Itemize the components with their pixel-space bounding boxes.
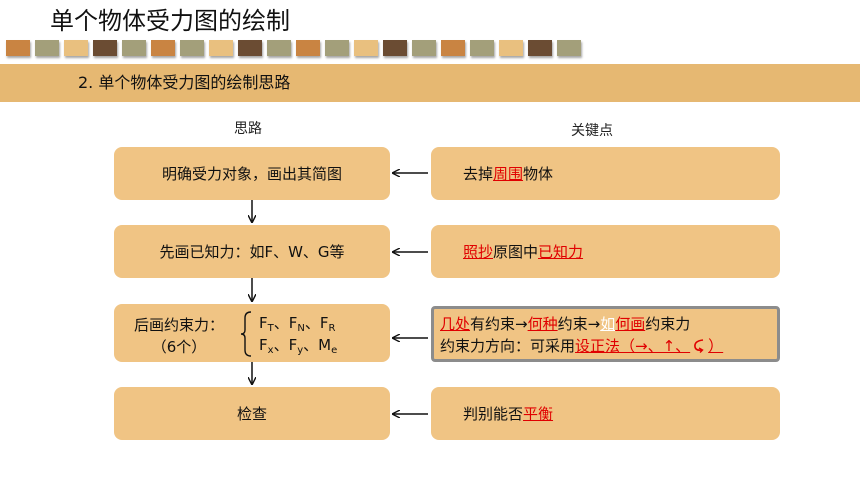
swatch-tile <box>354 40 378 56</box>
constraint-label-line2: （6个） <box>151 338 207 356</box>
step-box-1: 明确受力对象，画出其简图 <box>114 147 390 200</box>
step-4-text: 检查 <box>236 404 267 423</box>
swatch-tile <box>441 40 465 56</box>
force-symbol: Fx、 <box>259 336 289 356</box>
swatch-tile <box>151 40 175 56</box>
left-column-header: 思路 <box>234 121 262 137</box>
keypoint-box-4: 判别能否平衡 <box>431 387 780 440</box>
step-2-text: 先画已知力：如F、W、G等 <box>159 242 345 261</box>
forces-row-2: Fx、Fy、Me <box>259 334 337 356</box>
forces-row-1: FT、FN、FR <box>259 312 337 334</box>
keypoint-3-line-1: 几处有约束→何种约束→如何画约束力 <box>440 315 691 333</box>
right-column-header: 关键点 <box>571 123 613 139</box>
keypoint-4-text: 判别能否平衡 <box>463 404 554 423</box>
curly-brace-icon <box>240 311 252 357</box>
section-banner <box>0 64 860 102</box>
swatch-tile <box>180 40 204 56</box>
force-symbol: FT、 <box>259 314 289 334</box>
swatch-tile <box>238 40 262 56</box>
constraint-forces-list: FT、FN、FR Fx、Fy、Me <box>259 312 337 356</box>
keypoint-box-3: 几处有约束→何种约束→如何画约束力 约束力方向：可采用设正法（→、↑、） <box>431 306 780 362</box>
page-title: 单个物体受力图的绘制 <box>50 7 290 35</box>
swatch-tile <box>412 40 436 56</box>
swatch-tile <box>557 40 581 56</box>
force-symbol: FR <box>319 314 336 334</box>
step-box-3: 后画约束力： （6个） FT、FN、FR Fx、Fy、Me <box>114 304 390 362</box>
swatch-tile <box>470 40 494 56</box>
keypoint-box-2: 照抄原图中已知力 <box>431 225 780 278</box>
swatch-tile <box>6 40 30 56</box>
step-box-4: 检查 <box>114 387 390 440</box>
keypoint-3-line-2: 约束力方向：可采用设正法（→、↑、） <box>440 337 724 355</box>
swatch-tile <box>209 40 233 56</box>
step-1-text: 明确受力对象，画出其简图 <box>161 164 342 183</box>
rotation-arrow-icon <box>694 339 704 353</box>
step-box-2: 先画已知力：如F、W、G等 <box>114 225 390 278</box>
force-symbol: Fy、 <box>288 336 319 356</box>
swatch-tile <box>383 40 407 56</box>
force-symbol: FN、 <box>288 314 320 334</box>
swatch-tile <box>296 40 320 56</box>
swatch-tile <box>267 40 291 56</box>
force-symbol: Me <box>318 336 338 356</box>
keypoint-1-text: 去掉周围物体 <box>463 164 554 183</box>
swatch-tile <box>499 40 523 56</box>
section-heading: 2. 单个物体受力图的绘制思路 <box>78 73 291 92</box>
keypoint-box-1: 去掉周围物体 <box>431 147 780 200</box>
swatch-tile <box>35 40 59 56</box>
swatch-tile <box>325 40 349 56</box>
swatch-tile <box>528 40 552 56</box>
constraint-label-line1: 后画约束力： <box>134 316 225 334</box>
swatch-tile <box>93 40 117 56</box>
keypoint-2-text: 照抄原图中已知力 <box>463 242 584 261</box>
constraint-force-label: 后画约束力： （6个） <box>134 314 224 358</box>
swatch-tile <box>122 40 146 56</box>
swatch-tile <box>64 40 88 56</box>
